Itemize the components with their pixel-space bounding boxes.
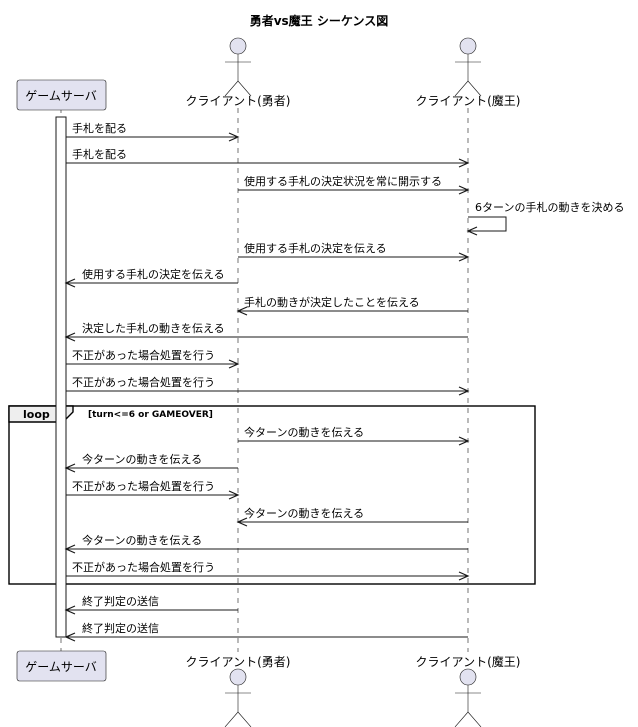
loop-condition: [turn<=6 or GAMEOVER] (88, 410, 213, 420)
self-message-line (468, 216, 507, 232)
participants-top: ゲームサーバ クライアント(勇者) クライアント(魔王) (16, 37, 521, 111)
actor-figure-hero-bottom (224, 668, 252, 727)
message-13: 不正があった場合処置を行う (66, 479, 240, 500)
message-1: 手札を配る (66, 121, 240, 142)
arrow-head (458, 158, 470, 168)
participant-box-server-bottom (16, 650, 107, 682)
actor-left-leg (454, 80, 469, 97)
arrow-head (458, 386, 470, 396)
arrow-head (64, 632, 76, 642)
message-label: 6ターンの手札の動きを決める (475, 200, 624, 214)
actor-right-leg (237, 80, 252, 97)
message-10: 不正があった場合処置を行う (66, 375, 470, 396)
arrow-head (466, 226, 478, 236)
message-label: 不正があった場合処置を行う (72, 479, 215, 493)
message-label: 今ターンの動きを伝える (244, 425, 364, 439)
participant-label-hero-top: クライアント(勇者) (186, 94, 291, 108)
message-label: 使用する手札の決定を伝える (244, 241, 387, 255)
message-9: 不正があった場合処置を行う (66, 348, 240, 369)
actor-left-leg (224, 80, 239, 97)
message-label: 使用する手札の決定を伝える (82, 267, 225, 281)
arrow-head (236, 306, 248, 316)
actor-head (459, 668, 477, 686)
message-label: 今ターンの動きを伝える (82, 452, 202, 466)
message-16: 不正があった場合処置を行う (66, 560, 470, 581)
message-label: 終了判定の送信 (82, 621, 159, 635)
loop-label: loop (23, 408, 50, 421)
message-label: 今ターンの動きを伝える (82, 533, 202, 547)
message-label: 今ターンの動きを伝える (244, 506, 364, 520)
message-6: 使用する手札の決定を伝える (64, 267, 238, 288)
arrow-head (228, 132, 240, 142)
message-label: 終了判定の送信 (82, 594, 159, 608)
message-14: 今ターンの動きを伝える (236, 506, 468, 527)
actor-figure-hero-top (224, 37, 252, 97)
loop-frame (8, 405, 536, 585)
message-label: 決定した手札の動きを伝える (82, 321, 225, 335)
message-label: 不正があった場合処置を行う (72, 375, 215, 389)
message-8: 決定した手札の動きを伝える (64, 321, 468, 342)
participant-label-maou-top: クライアント(魔王) (416, 93, 521, 108)
server-activation-bar (55, 116, 67, 638)
messages: 手札を配る手札を配る使用する手札の決定状況を常に開示する6ターンの手札の動きを決… (64, 121, 624, 642)
participant-label-maou-bottom: クライアント(魔王) (416, 654, 521, 669)
arrow-head (228, 490, 240, 500)
actor-figure-maou-bottom (454, 668, 482, 727)
arrow-head (228, 359, 240, 369)
participant-box-server-top (16, 79, 107, 111)
message-4: 6ターンの手札の動きを決める (466, 200, 624, 236)
arrow-head (64, 605, 76, 615)
arrow-head (64, 278, 76, 288)
message-label: 手札を配る (72, 121, 127, 135)
actor-head (229, 37, 247, 55)
message-label: 不正があった場合処置を行う (72, 560, 215, 574)
arrow-head (458, 185, 470, 195)
message-3: 使用する手札の決定状況を常に開示する (238, 174, 470, 195)
actor-head (459, 37, 477, 55)
actor-left-leg (224, 711, 239, 727)
arrow-head (236, 517, 248, 527)
arrow-head (64, 332, 76, 342)
message-12: 今ターンの動きを伝える (64, 452, 238, 473)
message-5: 使用する手札の決定を伝える (238, 241, 470, 262)
actor-left-leg (454, 711, 469, 727)
actor-head (229, 668, 247, 686)
arrow-head (64, 463, 76, 473)
message-15: 今ターンの動きを伝える (64, 533, 468, 554)
message-label: 使用する手札の決定状況を常に開示する (244, 174, 442, 188)
participant-label-server-top: ゲームサーバ (25, 89, 97, 103)
actor-right-leg (467, 711, 482, 727)
message-11: 今ターンの動きを伝える (238, 425, 470, 446)
participant-label-server-bottom: ゲームサーバ (25, 660, 97, 674)
actor-right-leg (467, 80, 482, 97)
arrow-head (458, 252, 470, 262)
message-18: 終了判定の送信 (64, 621, 468, 642)
participants-bottom: ゲームサーバ クライアント(勇者) クライアント(魔王) (16, 650, 521, 727)
message-2: 手札を配る (66, 147, 470, 168)
participant-label-hero-bottom: クライアント(勇者) (186, 655, 291, 669)
message-7: 手札の動きが決定したことを伝える (236, 295, 468, 316)
activation-bar (55, 116, 67, 638)
actor-figure-maou-top (454, 37, 482, 97)
message-17: 終了判定の送信 (64, 594, 238, 615)
message-label: 手札を配る (72, 147, 127, 161)
diagram-title: 勇者vs魔王 シーケンス図 (250, 13, 389, 28)
arrow-head (458, 571, 470, 581)
arrow-head (64, 544, 76, 554)
message-label: 手札の動きが決定したことを伝える (244, 295, 420, 309)
actor-right-leg (237, 711, 252, 727)
arrow-head (458, 436, 470, 446)
message-label: 不正があった場合処置を行う (72, 348, 215, 362)
